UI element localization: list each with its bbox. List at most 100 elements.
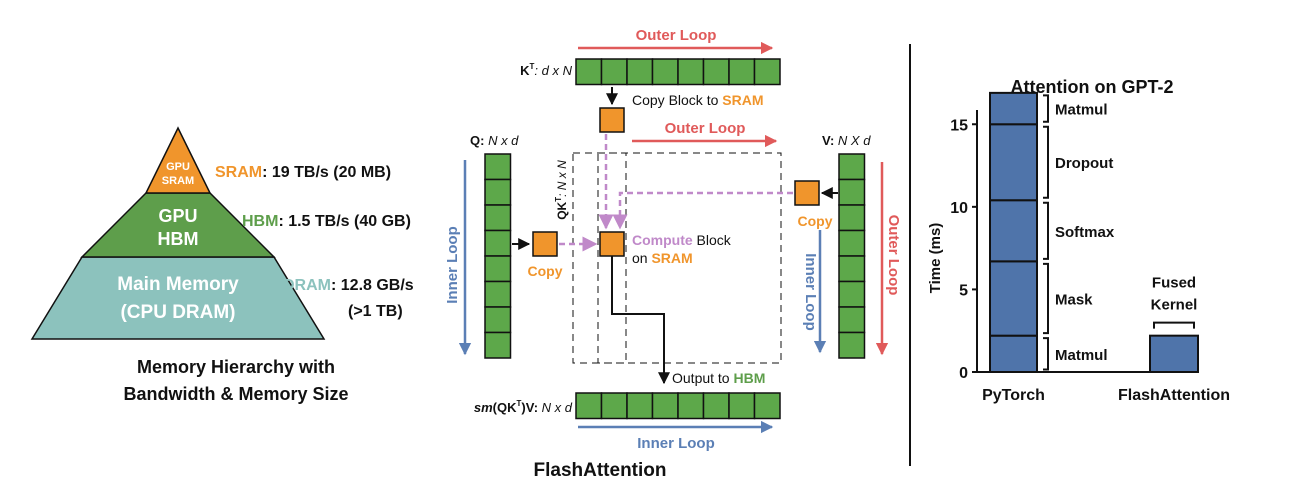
chart-x-tick-label: FlashAttention [1118, 387, 1230, 404]
inner-loop-left-label: Inner Loop [444, 226, 461, 304]
on-sram: SRAM [651, 250, 692, 266]
fused-kernel-bracket [1153, 321, 1195, 329]
fused-label-line1: Fused [1152, 275, 1196, 292]
kt-matrix-row [575, 58, 781, 86]
output-label: Output to HBM [672, 370, 765, 386]
output-cell [600, 392, 628, 420]
outer-loop-mid-label: Outer Loop [665, 120, 746, 137]
k-sram-block [599, 107, 625, 133]
output-cell [575, 392, 603, 420]
sram-label: SRAM [215, 164, 262, 181]
sram-apex-line2: SRAM [162, 175, 194, 187]
q-cell [484, 280, 512, 308]
hbm-spec-label: HBM: 1.5 TB/s (40 GB) [242, 213, 411, 230]
output-cell [626, 392, 654, 420]
output-cell [728, 392, 756, 420]
chart-segment-bracket [1043, 201, 1049, 260]
chart-bar-segment [1149, 334, 1199, 374]
dram-spec: : 12.8 GB/s [331, 277, 414, 294]
copy-right-label: Copy [798, 213, 833, 229]
chart-segment-label: Mask [1055, 292, 1093, 309]
qkt-dims: : N x N [555, 160, 569, 197]
v-dims: N X d [834, 133, 871, 148]
kt-cell [702, 58, 730, 86]
chart-annotations: MatmulMaskSoftmaxDropoutMatmulFusedKerne… [1043, 94, 1198, 371]
output-cell [651, 392, 679, 420]
sram-spec: : 19 TB/s (20 MB) [262, 164, 391, 181]
chart-segment-bracket [1043, 125, 1049, 199]
chart-bar-segment [989, 199, 1038, 263]
output-cell [677, 392, 705, 420]
dram-spec-label: DRAM: 12.8 GB/s [283, 277, 414, 294]
v-matrix-label: V: N X d [822, 133, 871, 148]
v-cell [838, 229, 866, 257]
outer-loop-right-label: Outer Loop [885, 215, 902, 296]
hierarchy-caption-line2: Bandwidth & Memory Size [123, 384, 348, 404]
q-cell [484, 229, 512, 257]
fused-label-line2: Kernel [1151, 297, 1198, 314]
q-cell [484, 331, 512, 359]
q-cell [484, 153, 512, 181]
flashattention-caption: FlashAttention [534, 460, 667, 481]
chart-bar-segment [989, 334, 1038, 374]
sram-spec-label: SRAM: 19 TB/s (20 MB) [215, 164, 391, 181]
sm-end: )V: [521, 400, 538, 415]
attention-chart: Attention on GPT-2 Time (ms) 051015PyTor… [927, 77, 1230, 404]
copy-left-label: Copy [528, 263, 563, 279]
v-matrix-column [838, 153, 866, 359]
q-cell [484, 178, 512, 206]
kt-cell [753, 58, 781, 86]
chart-segment-label: Matmul [1055, 347, 1108, 364]
kt-cell [677, 58, 705, 86]
v-cell [838, 178, 866, 206]
compute-rest: Block [693, 232, 732, 248]
dram-tier-line2: (CPU DRAM) [120, 302, 235, 323]
chart-x-tick-label: PyTorch [982, 387, 1045, 404]
chart-segment-bracket [1043, 337, 1049, 371]
v-cell [838, 331, 866, 359]
v-to-compute-flow [612, 191, 793, 230]
memory-hierarchy-panel: GPU SRAM GPU HBM Main Memory (CPU DRAM) … [30, 126, 414, 404]
kt-cell [651, 58, 679, 86]
dram-tier-line1: Main Memory [117, 274, 239, 295]
compute-word: Compute [632, 232, 693, 248]
chart-bars [989, 91, 1199, 374]
chart-bar-segment [989, 91, 1038, 126]
copy-block-sram: SRAM [722, 92, 763, 108]
sm-sup: T [517, 399, 522, 408]
v-sram-block [794, 180, 820, 206]
chart-segment-label: Softmax [1055, 224, 1115, 241]
hbm-tier-line1: GPU [158, 206, 197, 226]
on-sram-label: on SRAM [632, 250, 693, 266]
q-matrix-label: Q: N x d [470, 133, 519, 148]
flashattention-panel: Outer Loop KT: d x N Q: N x d V: N X d s… [444, 27, 902, 481]
compute-sram-block [599, 231, 625, 257]
inner-loop-bottom-label: Inner Loop [637, 435, 715, 452]
sram-apex-line1: GPU [166, 161, 190, 173]
output-cell [753, 392, 781, 420]
q-dims: N x d [484, 133, 519, 148]
q-name: Q: [470, 133, 484, 148]
output-cell [702, 392, 730, 420]
v-name: V: [822, 133, 834, 148]
q-matrix-column [484, 153, 512, 359]
dram-spec-size: (>1 TB) [348, 303, 403, 320]
kt-cell [575, 58, 603, 86]
v-cell [838, 280, 866, 308]
on-word: on [632, 250, 651, 266]
kt-cell [626, 58, 654, 86]
v-cell [838, 306, 866, 334]
chart-segment-bracket [1043, 262, 1049, 335]
chart-ylabel: Time (ms) [927, 223, 944, 294]
qkt-label: QKT: N x N [554, 160, 569, 220]
chart-segment-label: Dropout [1055, 155, 1113, 172]
pyramid-dram-tier [30, 256, 326, 340]
qkt-column-strip [597, 152, 627, 364]
v-cell [838, 204, 866, 232]
sm-mid: (QK [493, 400, 517, 415]
q-cell [484, 204, 512, 232]
hierarchy-caption-line1: Memory Hierarchy with [137, 357, 335, 377]
chart-title: Attention on GPT-2 [1011, 77, 1174, 97]
hbm-label: HBM [242, 213, 278, 230]
